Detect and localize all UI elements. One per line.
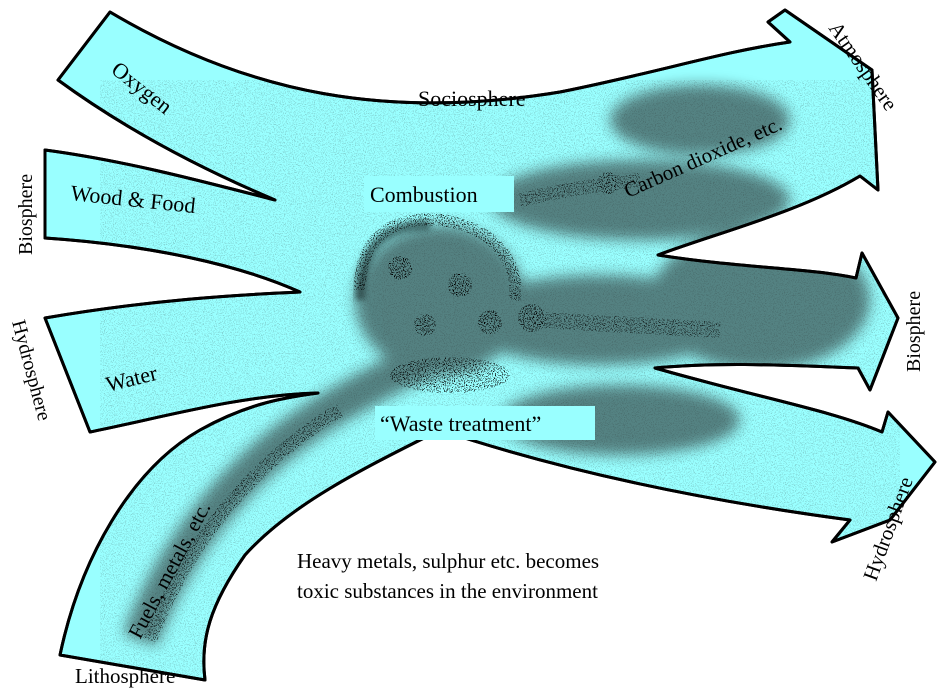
label-waste-treatment: “Waste treatment” <box>380 411 541 436</box>
label-biosphere-left: Biosphere <box>15 174 37 255</box>
label-biosphere-right: Biosphere <box>903 291 925 372</box>
label-toxic-line1: Heavy metals, sulphur etc. becomes <box>297 549 599 573</box>
label-hydrosphere-left: Hydrosphere <box>7 318 55 424</box>
label-toxic-line2: toxic substances in the environment <box>297 579 598 603</box>
label-lithosphere: Lithosphere <box>75 664 175 688</box>
label-combustion: Combustion <box>370 182 478 207</box>
label-sociosphere: Sociosphere <box>418 86 526 111</box>
